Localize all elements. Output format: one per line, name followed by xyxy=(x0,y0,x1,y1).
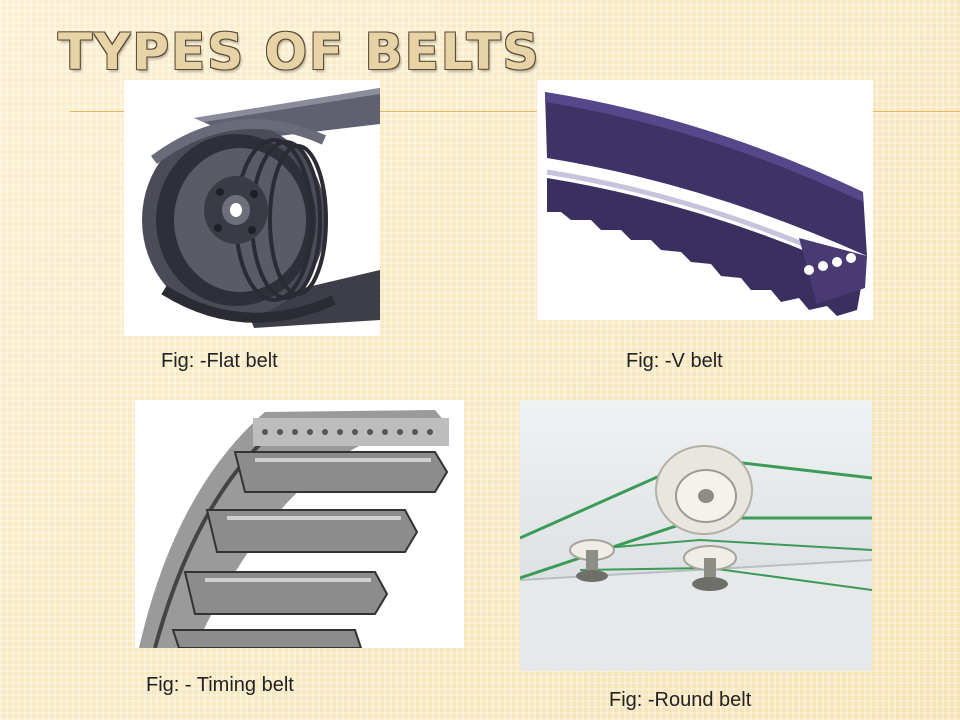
round-belt-caption: Fig: -Round belt xyxy=(609,689,752,711)
round-belt-illustration xyxy=(520,400,872,671)
v-belt-illustration xyxy=(537,80,873,320)
v-belt-caption: Fig: -V belt xyxy=(626,350,723,372)
flat-belt-caption: Fig: -Flat belt xyxy=(161,350,278,372)
round-belt-photo xyxy=(520,400,872,671)
title-divider xyxy=(70,111,960,112)
timing-belt-illustration xyxy=(135,400,464,648)
timing-belt-caption: Fig: - Timing belt xyxy=(146,674,294,696)
timing-belt-photo xyxy=(135,400,464,648)
slide-title: TYPES OF BELTS xyxy=(58,23,541,81)
flat-belt-illustration xyxy=(124,80,380,336)
flat-belt-photo xyxy=(124,80,380,336)
v-belt-photo xyxy=(537,80,873,320)
